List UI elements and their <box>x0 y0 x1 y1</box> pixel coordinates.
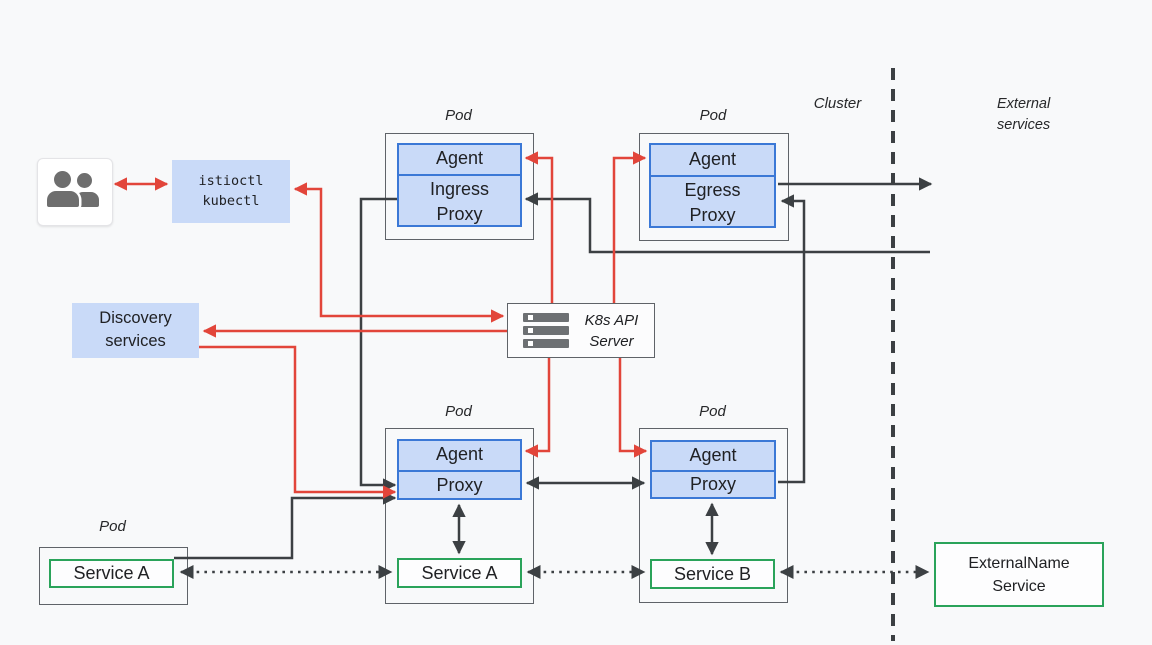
k8s-api-server-text: K8s API Server <box>584 311 639 350</box>
ingress-proxy-box: Ingress Proxy <box>399 174 520 225</box>
proxy-box-a: Proxy <box>399 470 520 498</box>
users-icon <box>38 159 112 225</box>
edge-standalone-service-a-to-proxy-a <box>174 491 397 560</box>
users-icon-card <box>37 158 113 226</box>
service-b-box: Service B <box>650 559 775 589</box>
pod-a-blue-box: Agent Proxy <box>397 439 522 500</box>
standalone-service-a-box: Service A <box>49 559 174 588</box>
external-services-label: External services <box>997 94 1050 136</box>
agent-box-a: Agent <box>435 444 484 464</box>
pod-label-egress: Pod <box>699 107 727 124</box>
cluster-label: Cluster <box>813 95 862 112</box>
proxy-box-b: Proxy <box>652 470 774 497</box>
agent-box-b: Agent <box>689 445 737 465</box>
edge-discovery-to-proxy-a <box>199 345 397 499</box>
pod-label-service-b: Pod <box>699 403 726 420</box>
egress-agent-box: Agent <box>688 149 737 169</box>
externalname-service-box: ExternalName Service <box>934 542 1104 607</box>
discovery-services-box: Discovery services <box>72 303 199 358</box>
discovery-line-1: Discovery <box>99 309 172 327</box>
cli-line-1: istioctl <box>198 173 264 189</box>
ingress-agent-box: Agent <box>435 148 484 168</box>
pod-ingress-blue-box: Agent Ingress Proxy <box>397 143 522 227</box>
pod-b-blue-box: Agent Proxy <box>650 440 776 499</box>
k8s-api-server-box: K8s API Server <box>507 303 655 358</box>
pod-service-b <box>639 428 788 603</box>
egress-proxy-box: Egress Proxy <box>651 175 774 226</box>
discovery-line-2: services <box>105 332 166 350</box>
server-stack-icon <box>523 312 569 349</box>
istioctl-kubectl-box: istioctl kubectl <box>172 160 290 223</box>
pod-egress-blue-box: Agent Egress Proxy <box>649 143 776 228</box>
external-services-label-line2: services <box>997 117 1051 133</box>
service-a-box: Service A <box>397 558 522 588</box>
pod-label-service-a: Pod <box>445 403 472 420</box>
cli-line-2: kubectl <box>202 193 260 209</box>
external-services-label-line1: External <box>997 96 1051 112</box>
pod-label-ingress: Pod <box>445 107 472 124</box>
pod-label-standalone: Pod <box>99 518 126 535</box>
